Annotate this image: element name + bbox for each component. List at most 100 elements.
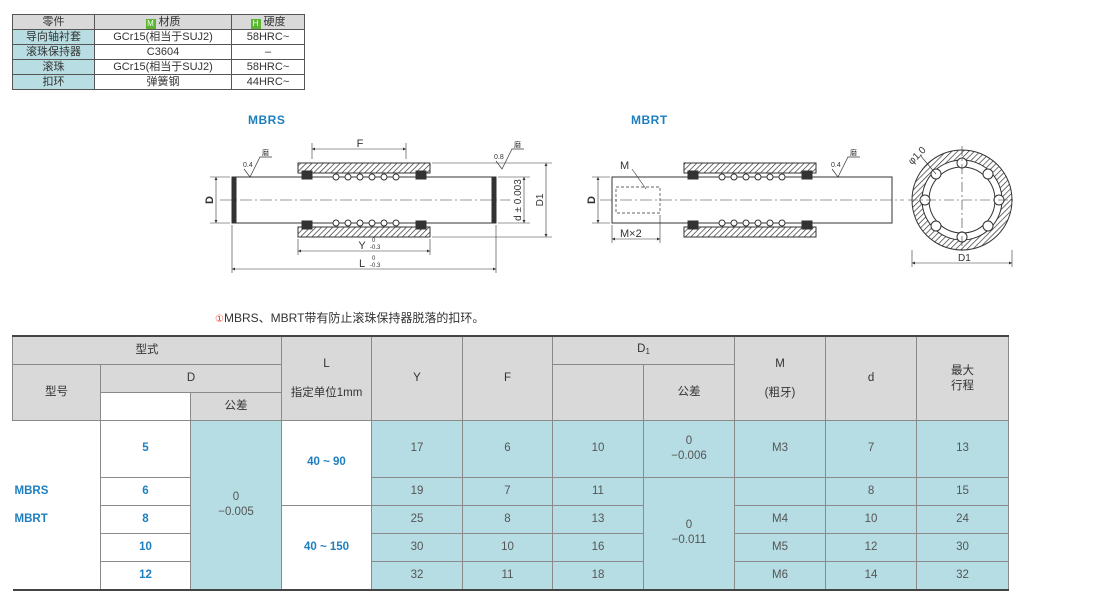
- note-mark-icon: ①: [215, 314, 224, 325]
- roughness-icon: [495, 148, 524, 170]
- label-phi: φ1.0: [906, 145, 929, 168]
- material-value: GCr15(相当于SUJ2): [94, 29, 232, 45]
- d-tolerance-header: 公差: [190, 391, 282, 422]
- m-value: M6: [734, 561, 827, 591]
- d1-value: 18: [552, 561, 644, 591]
- mbrt-bushing-bottom: [683, 226, 817, 238]
- d1-blank-header: [552, 363, 644, 422]
- mbrt-m-leader: [631, 168, 647, 190]
- y-tol-lower: -0.3: [370, 245, 381, 251]
- m-header: M (粗牙): [734, 335, 827, 422]
- material-header-label: 材质: [158, 16, 181, 28]
- l-header-label: L: [323, 357, 330, 370]
- label-f: F: [357, 138, 364, 150]
- rough-value: 0.4: [243, 162, 253, 169]
- m-header-sub: (粗牙): [764, 386, 796, 399]
- f-value: 7: [462, 476, 553, 506]
- material-tag-icon: M: [145, 19, 156, 29]
- stroke-value: 32: [916, 561, 1010, 591]
- part-name: 扣环: [12, 74, 95, 90]
- technical-drawing: F D d ± 0.003 D1 Y 0 -0.3 L 0 -0.3 0.4 磨…: [204, 138, 1016, 273]
- f-value: 6: [462, 420, 553, 478]
- rough-word: 磨: [514, 140, 521, 149]
- small-d-header: d: [825, 335, 918, 422]
- d-value: 6: [100, 476, 191, 506]
- d1-header-sub: 1: [645, 346, 650, 356]
- table-row: 10 30 10 16 M5 12 30: [12, 533, 1010, 563]
- part-name: 滚珠: [12, 59, 95, 75]
- l-header-sub: 指定单位1mm: [290, 386, 363, 399]
- y-tol-upper: 0: [372, 238, 376, 244]
- mbrs-ring: [415, 220, 427, 230]
- l-tol-upper: 0: [372, 256, 376, 262]
- hardness-header-label: 硬度: [263, 16, 286, 28]
- mbrs-ring: [415, 170, 427, 180]
- y-value: 30: [371, 533, 463, 563]
- stroke-value: 15: [916, 476, 1010, 506]
- d1-tolerance-value: 0 −0.011: [642, 476, 736, 591]
- y-value: 32: [371, 561, 463, 591]
- series-cell: [12, 561, 101, 590]
- material-value: 弹簧钢: [94, 74, 232, 90]
- hardness-value: 44HRC~: [231, 74, 305, 90]
- l-range-value: 40 ~ 90: [281, 420, 372, 506]
- y-value: 25: [371, 504, 463, 535]
- hardness-value: –: [231, 44, 305, 60]
- d-value: 10: [100, 533, 191, 563]
- stroke-value: 13: [916, 420, 1010, 478]
- d1-value: 10: [552, 420, 644, 478]
- mbrt-label-mx2: M×2: [620, 228, 642, 240]
- d1-value: 13: [552, 504, 644, 535]
- label-y: Y: [358, 240, 366, 252]
- part-header: 零件: [12, 14, 95, 30]
- series-cell: [12, 420, 101, 478]
- table-row: 5 0 −0.005 40 ~ 90 17 6 10 0 −0.006 M3 7…: [12, 420, 1010, 591]
- end-view-label-D1: D1: [958, 253, 971, 264]
- hardness-tag-icon: H: [250, 19, 261, 29]
- stroke-value: 30: [916, 533, 1010, 563]
- d-value: 12: [100, 561, 191, 591]
- rough-word: 磨: [262, 148, 269, 157]
- f-header: F: [462, 335, 553, 422]
- y-value: 19: [371, 476, 463, 506]
- l-range-value: 40 ~ 150: [281, 504, 372, 591]
- d-tolerance-value: 0 −0.005: [190, 420, 282, 591]
- d1-value: 16: [552, 533, 644, 563]
- label-l: L: [359, 258, 365, 270]
- material-row: 滚珠保持器 C3604 –: [12, 44, 305, 60]
- d1-header-label: D: [637, 342, 646, 355]
- series-cell: [12, 533, 101, 562]
- y-value: 17: [371, 420, 463, 478]
- label-D1: D1: [535, 193, 546, 206]
- part-name: 滚珠保持器: [12, 44, 95, 60]
- mbrs-view-title: MBRS: [248, 113, 286, 127]
- d1-tolerance-value: 0 −0.006: [642, 420, 736, 478]
- y-header: Y: [371, 335, 463, 422]
- end-view: [908, 146, 1016, 267]
- small-d-value: 7: [825, 420, 918, 478]
- mbrs-ring: [301, 220, 313, 230]
- f-value: 8: [462, 504, 553, 535]
- spec-table: 型式 L 指定单位1mm Y F D1 M (粗牙) d 最大 行程 型号 D …: [12, 335, 1010, 591]
- mbrt-drawing: [592, 146, 1016, 267]
- label-d-tol: d ± 0.003: [513, 179, 524, 221]
- model-header: 型号: [12, 363, 101, 422]
- note-text: MBRS、MBRT带有防止滚珠保持器脱落的扣环。: [223, 311, 485, 325]
- note: ①MBRS、MBRT带有防止滚珠保持器脱落的扣环。: [215, 309, 484, 326]
- d-value: 5: [100, 420, 191, 478]
- mbrt-balls: [718, 173, 786, 227]
- material-row: 导向轴衬套 GCr15(相当于SUJ2) 58HRC~: [12, 29, 305, 45]
- mbrt-label-D: D: [586, 196, 598, 204]
- roughness-icon: [831, 156, 860, 178]
- l-header: L 指定单位1mm: [281, 335, 372, 422]
- d1-tolerance-header: 公差: [642, 363, 736, 422]
- rough-value: 0.8: [494, 154, 504, 161]
- d-blank-header: [100, 391, 191, 422]
- roughness-icon: [243, 156, 272, 178]
- mbrs-bushing-top: [297, 162, 431, 174]
- table-row: MBRS 6 19 7 11 0 −0.011 8 15: [12, 476, 1010, 591]
- material-row: 扣环 弹簧钢 44HRC~: [12, 74, 305, 90]
- mbrt-bushing-top: [683, 162, 817, 174]
